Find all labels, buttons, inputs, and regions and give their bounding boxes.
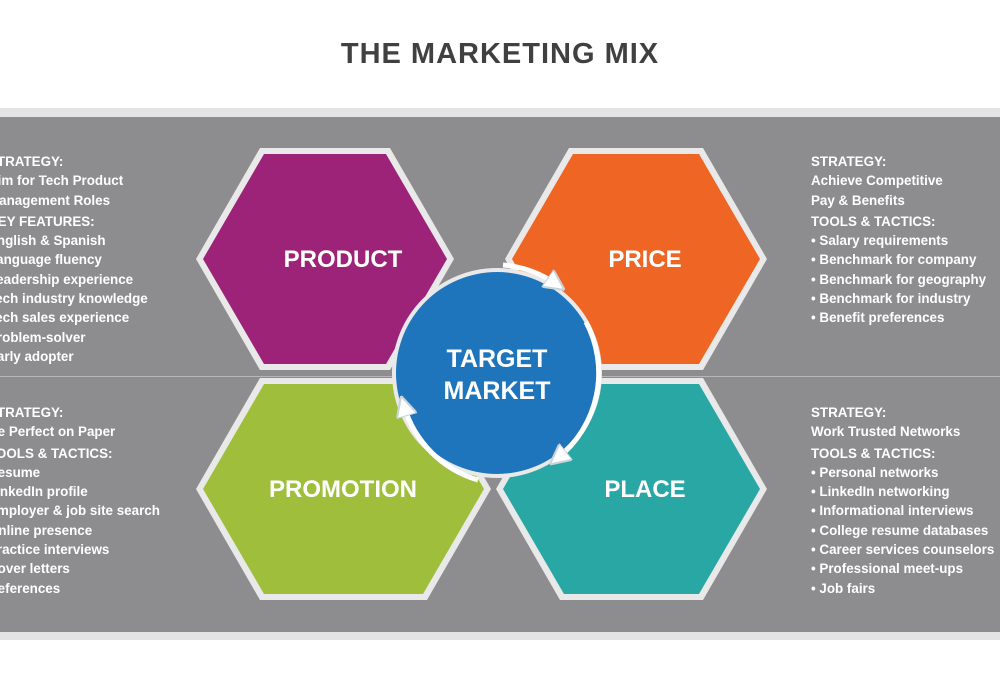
promotion-label: PROMOTION	[269, 476, 417, 503]
list-item: Employer & job site search	[0, 503, 160, 519]
price-text-block: STRATEGY: Achieve Competitive Pay & Bene…	[811, 152, 986, 328]
strategy-line: Aim for Tech Product	[0, 173, 124, 189]
list-item: Online presence	[0, 522, 93, 538]
list-item: Tech industry knowledge	[0, 291, 148, 307]
list-item: Leadership experience	[0, 271, 134, 287]
list-heading: TOOLS & TACTICS:	[0, 445, 113, 461]
list-item: • Career services counselors	[811, 542, 995, 558]
target-market-line1: TARGET	[447, 345, 548, 373]
product-text-block: STRATEGY: Aim for Tech Product Managemen…	[0, 152, 148, 366]
price-label: PRICE	[608, 246, 681, 273]
product-hexagon	[196, 148, 454, 370]
list-item: English & Spanish	[0, 233, 106, 249]
target-market-line2: MARKET	[444, 377, 551, 405]
list-item: • Benchmark for industry	[811, 291, 971, 307]
list-heading: TOOLS & TACTICS:	[811, 445, 936, 461]
list-item: • Benefit preferences	[811, 310, 945, 326]
list-item: Early adopter	[0, 348, 74, 364]
list-item: Tech sales experience	[0, 310, 130, 326]
list-item: • Job fairs	[811, 580, 876, 596]
strategy-line: Be Perfect on Paper	[0, 424, 116, 440]
target-market-circle	[396, 272, 598, 474]
list-item: LinkedIn profile	[0, 484, 88, 500]
product-hexagon-fill	[203, 154, 447, 364]
product-label: PRODUCT	[284, 246, 403, 273]
list-item: Cover letters	[0, 561, 70, 577]
list-item: Practice interviews	[0, 542, 110, 558]
list-item: • Personal networks	[811, 464, 939, 480]
list-item: Problem-solver	[0, 329, 86, 345]
list-item: • College resume databases	[811, 522, 989, 538]
place-text-block: STRATEGY: Work Trusted Networks TOOLS & …	[811, 403, 994, 598]
list-item: Language fluency	[0, 252, 102, 268]
list-item: References	[0, 580, 61, 596]
list-item: • Salary requirements	[811, 233, 949, 249]
list-item: • Informational interviews	[811, 503, 974, 519]
cycle-arrow-icon	[558, 320, 602, 458]
strategy-heading: STRATEGY:	[0, 405, 64, 420]
promotion-text-block: STRATEGY: Be Perfect on Paper TOOLS & TA…	[0, 403, 160, 598]
list-item: Resume	[0, 464, 41, 480]
strategy-heading: STRATEGY:	[0, 154, 64, 169]
list-item: • LinkedIn networking	[811, 484, 950, 500]
strategy-line: Work Trusted Networks	[811, 424, 961, 440]
strategy-line: Management Roles	[0, 192, 111, 208]
list-item: • Benchmark for company	[811, 252, 977, 268]
page-title: THE MARKETING MIX	[340, 38, 660, 70]
cycle-arrow-icon	[502, 262, 556, 284]
strategy-line: Achieve Competitive	[811, 173, 943, 189]
cycle-arrow-icon	[404, 262, 602, 483]
place-label: PLACE	[604, 476, 685, 503]
list-heading: KEY FEATURES:	[0, 213, 95, 229]
strategy-heading: STRATEGY:	[811, 154, 887, 169]
list-item: • Benchmark for geography	[811, 271, 987, 287]
strategy-heading: STRATEGY:	[811, 405, 887, 420]
list-item: • Professional meet-ups	[811, 561, 964, 577]
cycle-arrow-icon	[404, 406, 479, 483]
list-heading: TOOLS & TACTICS:	[811, 213, 936, 229]
strategy-line: Pay & Benefits	[811, 192, 905, 208]
